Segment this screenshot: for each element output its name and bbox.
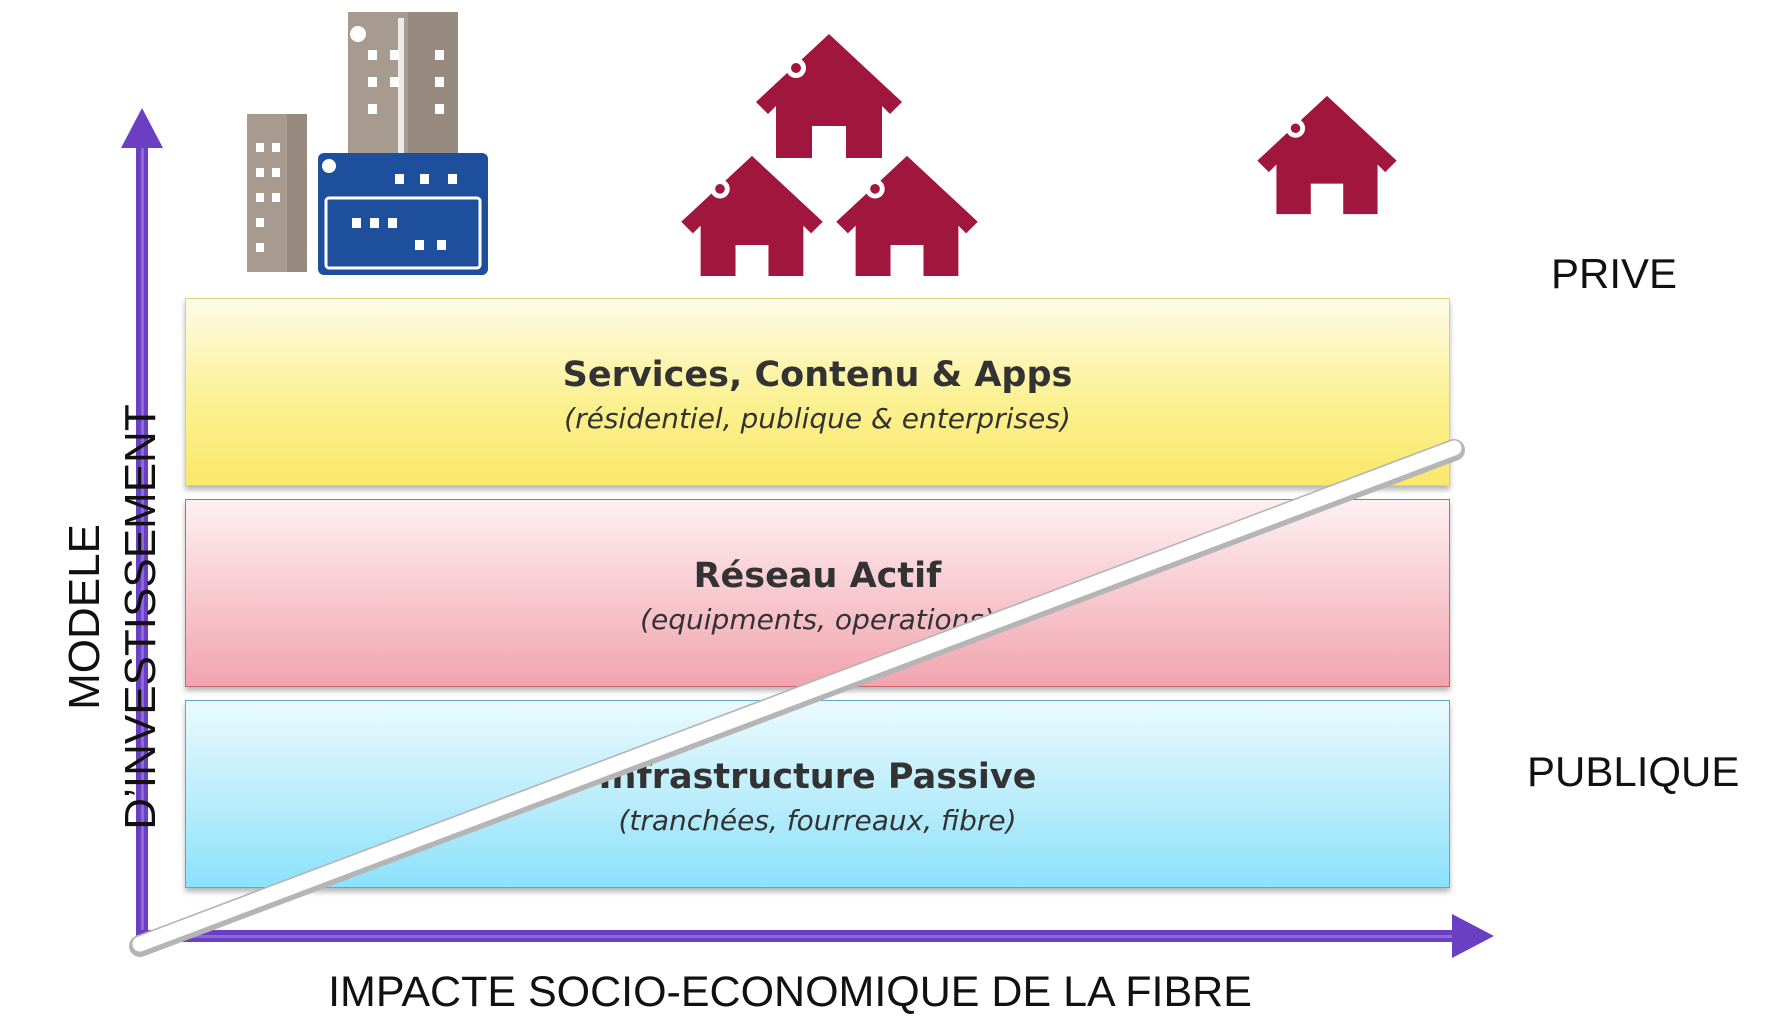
active-network-layer-title: Réseau Actif <box>693 556 942 596</box>
y-axis-label-line-2: D’INVESTISSEMENT <box>116 404 165 830</box>
services-layer: Services, Contenu & Apps (résidentiel, p… <box>185 298 1450 486</box>
x-axis-label: IMPACTE SOCIO-ECONOMIQUE DE LA FIBRE <box>328 968 1252 1016</box>
services-layer-title: Services, Contenu & Apps <box>562 355 1073 395</box>
y-axis-label-line-1: MODELE <box>60 524 109 710</box>
y-axis-arrow <box>121 108 163 936</box>
x-axis-arrow <box>136 914 1494 958</box>
passive-infrastructure-layer-subtitle: (tranchées, fourreaux, fibre) <box>618 804 1017 837</box>
label-publique: PUBLIQUE <box>1527 748 1740 795</box>
services-layer-subtitle: (résidentiel, publique & enterprises) <box>564 402 1071 435</box>
buildings-icon <box>247 12 488 275</box>
active-network-layer-subtitle: (equipments, operations) <box>640 603 995 636</box>
label-prive: PRIVE <box>1551 250 1678 297</box>
passive-infrastructure-layer-title: Infrastructure Passive <box>598 757 1037 797</box>
